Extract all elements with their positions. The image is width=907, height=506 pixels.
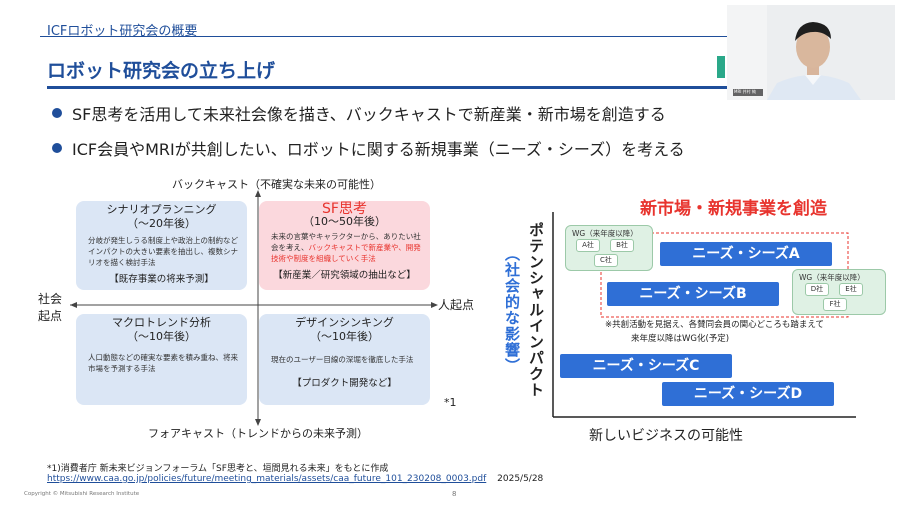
x-axis-label: 新しいビジネスの可能性: [589, 428, 743, 444]
chart-title: 新市場・新規事業を創造: [640, 199, 827, 219]
needs-seeds-d: ニーズ・シーズD: [662, 382, 834, 406]
source-link[interactable]: https://www.caa.go.jp/policies/future/me…: [47, 474, 487, 484]
company-badge: F社: [823, 298, 847, 311]
quadrant-body-part-1: 未来の言葉やキャラクターから、ありたい社会を考え、: [271, 232, 421, 252]
quadrant-scenario-planning: シナリオプランニング （～20年後） 分岐が発生しうる制度上や政治上の制約などイ…: [76, 201, 247, 290]
video-feed[interactable]: MRI 井村 純: [727, 5, 895, 100]
wg-box-1: WG（来年度以降） A社 B社 C社: [565, 225, 653, 271]
quadrant-title: デザインシンキング: [295, 316, 394, 329]
quadrant-period: （～20年後）: [127, 217, 196, 230]
chart-note-2: 来年度以降はWG化(予定): [631, 334, 730, 344]
presenter-name-tag: MRI 井村 純: [734, 89, 756, 94]
page-title: ロボット研究会の立ち上げ: [47, 60, 276, 82]
quadrant-period: （10～50年後）: [303, 215, 386, 228]
company-badge: D社: [805, 283, 829, 296]
accent-marker: [717, 56, 725, 78]
quadrant-title: マクロトレンド分析: [112, 316, 211, 329]
quadrant-tag: 【プロダクト開発など】: [292, 378, 397, 389]
title-underline: [47, 86, 732, 89]
footnote-mark: *1: [444, 396, 457, 409]
chart-axes: [552, 212, 856, 418]
axis-left-label-1: 社会: [38, 292, 63, 306]
company-badge: B社: [610, 239, 634, 252]
source-date: 2025/5/28: [497, 474, 544, 484]
quadrant-body-part-2: バックキャストで新産業や、開発技術や制度を組織していく手法: [271, 243, 421, 263]
quadrant-tag: 【新産業／研究領域の抽出など】: [273, 270, 416, 281]
quadrant-body: 人口動態などの確実な要素を積み重ね、将来市場を予測する手法: [88, 353, 238, 373]
wg-label: WG（来年度以降）: [799, 273, 865, 282]
bullet-dot-icon: [52, 143, 62, 153]
wg-label: WG（来年度以降）: [572, 229, 638, 238]
axis-bottom-label: フォアキャスト（トレンドからの未来予測）: [148, 427, 368, 440]
bullet-2-text: ICF会員やMRIが共創したい、ロボットに関する新規事業（ニーズ・シーズ）を考え…: [72, 140, 685, 159]
bullet-dot-icon: [52, 108, 62, 118]
needs-seeds-b: ニーズ・シーズB: [607, 282, 779, 306]
quadrant-title: シナリオプランニング: [106, 203, 217, 216]
bullet-2: ICF会員やMRIが共創したい、ロボットに関する新規事業（ニーズ・シーズ）を考え…: [52, 136, 685, 160]
page-number: 8: [452, 490, 457, 498]
quadrant-period: （～10年後）: [310, 330, 379, 343]
wg-box-2: WG（来年度以降） D社 E社 F社: [792, 269, 886, 315]
quadrant-body: 未来の言葉やキャラクターから、ありたい社会を考え、バックキャストで新産業や、開発…: [259, 228, 430, 264]
y-axis-label: ポテンシャルインパクト: [527, 222, 545, 398]
bullet-1: SF思考を活用して未来社会像を描き、バックキャストで新産業・新市場を創造する: [52, 101, 666, 125]
quadrant-period: （～10年後）: [127, 330, 196, 343]
quadrant-tag: 【既存事業の将来予測】: [109, 274, 214, 285]
quadrant-title: SF思考: [322, 201, 367, 217]
presenter-avatar: [727, 5, 895, 100]
company-badge: A社: [576, 239, 600, 252]
y-axis-sublabel: （社会的な影響）: [503, 246, 521, 374]
company-badge: E社: [839, 283, 863, 296]
needs-seeds-a: ニーズ・シーズA: [660, 242, 832, 266]
source-note: *1)消費者庁 新未来ビジョンフォーラム「SF思考と、垣間見れる未来」をもとに作…: [47, 464, 389, 474]
breadcrumb: ICFロボット研究会の概要: [47, 24, 198, 39]
axis-top-label: バックキャスト（不確実な未来の可能性）: [172, 178, 381, 191]
chart-note-1: ※共創活動を見据え、各賛同会員の関心どころも踏まえて: [605, 320, 824, 330]
bullet-1-text: SF思考を活用して未来社会像を描き、バックキャストで新産業・新市場を創造する: [72, 105, 666, 124]
quadrant-design-thinking: デザインシンキング （～10年後） 現在のユーザー目線の深堀を徹底した手法 【プ…: [259, 314, 430, 405]
axis-left-label-2: 起点: [38, 309, 63, 323]
copyright: Copyright © Mitsubishi Research Institut…: [24, 491, 140, 497]
quadrant-macro-trend: マクロトレンド分析 （～10年後） 人口動態などの確実な要素を積み重ね、将来市場…: [76, 314, 247, 405]
quadrant-sf-thinking: SF思考 （10～50年後） 未来の言葉やキャラクターから、ありたい社会を考え、…: [259, 201, 430, 290]
company-badge: C社: [594, 254, 618, 267]
matrix-axes: [70, 190, 438, 426]
axis-right-label: 人起点: [438, 298, 475, 312]
quadrant-body: 分岐が発生しうる制度上や政治上の制約などインパクトの大きい要素を抽出し、複数シナ…: [88, 236, 238, 267]
needs-seeds-c: ニーズ・シーズC: [560, 354, 732, 378]
source-line: https://www.caa.go.jp/policies/future/me…: [47, 474, 543, 484]
quadrant-body: 現在のユーザー目線の深堀を徹底した手法: [271, 355, 414, 364]
header-divider: [40, 36, 728, 37]
